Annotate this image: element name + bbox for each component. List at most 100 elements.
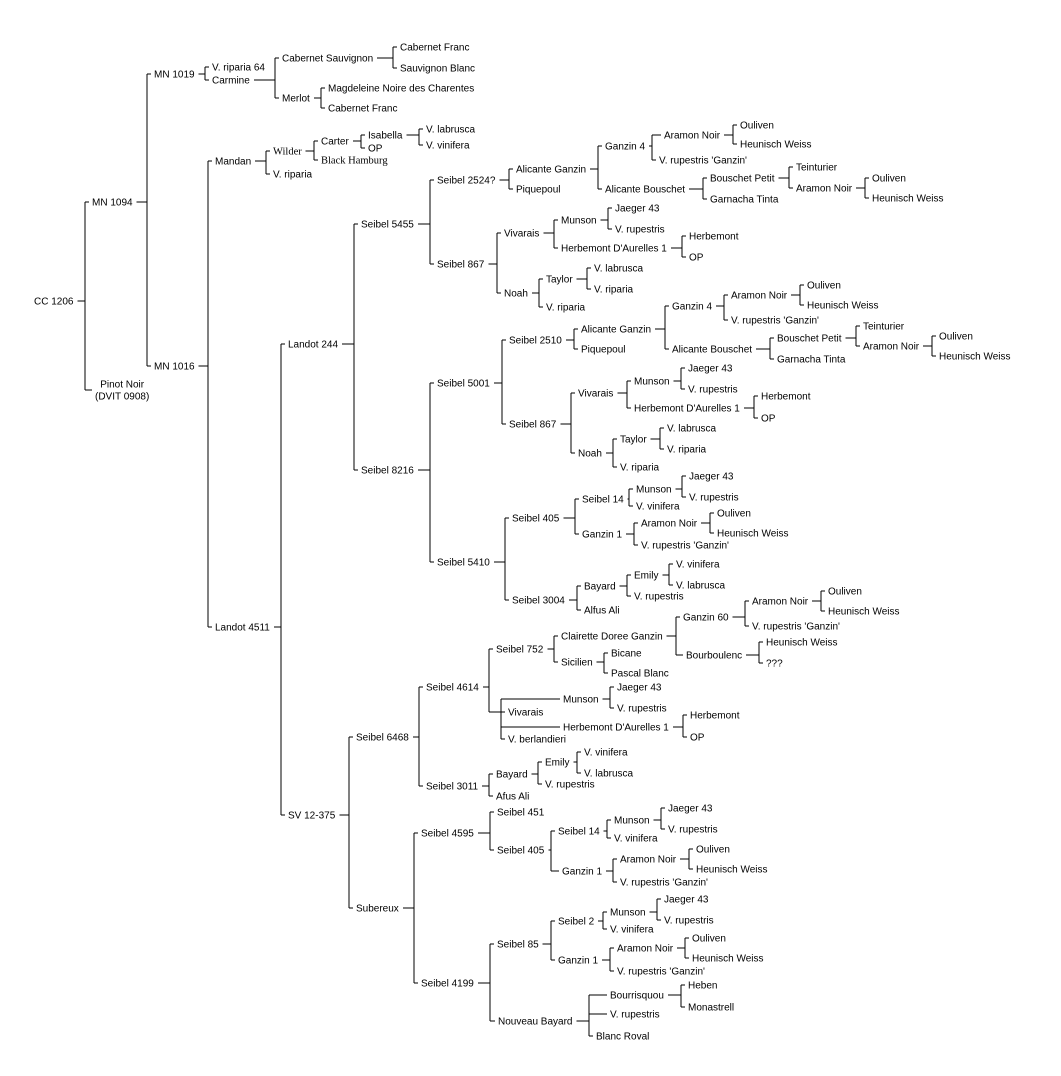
node-ouliven: Ouliven (807, 281, 841, 292)
node-emily: Emily (545, 758, 569, 769)
node-sv-12-375: SV 12-375 (288, 811, 336, 822)
node-alicante-ganzin: Alicante Ganzin (581, 325, 651, 336)
node-ganzin-60: Ganzin 60 (683, 613, 729, 624)
node-v-vinifera: V. vinifera (676, 560, 720, 571)
node-bouschet-petit: Bouschet Petit (710, 174, 775, 185)
node-v-rupestris: V. rupestris (689, 493, 739, 504)
node-emily: Emily (634, 571, 658, 582)
node-alicante-bouschet: Alicante Bouschet (605, 185, 685, 196)
node-munson: Munson (614, 816, 650, 827)
node-merlot: Merlot (282, 94, 310, 105)
node-aramon-noir: Aramon Noir (731, 291, 788, 302)
node-garnacha-tinta: Garnacha Tinta (710, 195, 779, 206)
node-seibel-14: Seibel 14 (582, 495, 624, 506)
node-herbemont: Herbemont (689, 232, 739, 243)
node-aramon-noir: Aramon Noir (620, 855, 677, 866)
node-carter: Carter (321, 137, 349, 148)
node-v-rupestris-ganzin: V. rupestris 'Ganzin' (731, 316, 819, 327)
node-v-vinifera: V. vinifera (584, 748, 628, 759)
node-jaeger-43: Jaeger 43 (668, 804, 713, 815)
node-v-rupestris: V. rupestris (545, 780, 595, 791)
node-seibel-752: Seibel 752 (496, 645, 544, 656)
node-v-berlandieri: V. berlandieri (508, 735, 566, 746)
node-seibel-14: Seibel 14 (558, 827, 600, 838)
node-seibel-85: Seibel 85 (497, 940, 539, 951)
node-v-rupestris-ganzin: V. rupestris 'Ganzin' (641, 541, 729, 552)
node-garnacha-tinta: Garnacha Tinta (777, 355, 846, 366)
node-heunisch-weiss: Heunisch Weiss (692, 954, 764, 965)
node-ouliven: Ouliven (696, 845, 730, 856)
node-v-riparia: V. riparia (667, 445, 707, 456)
node-v-riparia-64: V. riparia 64 (212, 63, 265, 74)
node-vivarais: Vivarais (508, 708, 543, 719)
node-ganzin-4: Ganzin 4 (672, 302, 712, 313)
node-piquepoul: Piquepoul (516, 185, 560, 196)
node-seibel-8216: Seibel 8216 (361, 466, 414, 477)
node-herbemont-d-aurelles-1: Herbemont D'Aurelles 1 (561, 244, 667, 255)
node-jaeger-43: Jaeger 43 (617, 683, 662, 694)
node-mn-1016: MN 1016 (154, 362, 195, 373)
node-heunisch-weiss: Heunisch Weiss (696, 865, 768, 876)
node-pascal-blanc: Pascal Blanc (611, 669, 669, 680)
node-wilder: Wilder (273, 147, 302, 158)
node-v-riparia: V. riparia (546, 303, 586, 314)
node-bourrisquou: Bourrisquou (610, 991, 664, 1002)
node-teinturier: Teinturier (863, 322, 905, 333)
node-v-rupestris: V. rupestris (617, 704, 667, 715)
node-v-labrusca: V. labrusca (426, 125, 476, 136)
node-heunisch-weiss: Heunisch Weiss (828, 607, 900, 618)
node-teinturier: Teinturier (796, 163, 838, 174)
node-herbemont: Herbemont (690, 711, 740, 722)
node-v-vinifera: V. vinifera (426, 141, 470, 152)
node-nouveau-bayard: Nouveau Bayard (498, 1017, 573, 1028)
node-blanc-roval: Blanc Roval (596, 1032, 649, 1043)
node-aramon-noir: Aramon Noir (641, 519, 698, 530)
node-seibel-3011: Seibel 3011 (426, 782, 479, 793)
node-v-vinifera: V. vinifera (636, 502, 680, 513)
node-munson: Munson (563, 695, 599, 706)
node-munson: Munson (636, 485, 672, 496)
node-herbemont: Herbemont (761, 392, 811, 403)
node-ouliven: Ouliven (828, 587, 862, 598)
node-herbemont-d-aurelles-1: Herbemont D'Aurelles 1 (563, 723, 669, 734)
node-subereux: Subereux (356, 904, 399, 915)
node-seibel-405: Seibel 405 (497, 846, 545, 857)
node-heunisch-weiss: Heunisch Weiss (939, 352, 1011, 363)
node-vivarais: Vivarais (578, 389, 613, 400)
node-v-riparia: V. riparia (273, 170, 313, 181)
node-sauvignon-blanc: Sauvignon Blanc (400, 64, 475, 75)
node-cc-1206: CC 1206 (34, 297, 74, 308)
node-cabernet-franc: Cabernet Franc (328, 104, 397, 115)
node-v-rupestris: V. rupestris (634, 592, 684, 603)
node-v-rupestris: V. rupestris (610, 1010, 660, 1021)
node-cabernet-franc: Cabernet Franc (400, 43, 469, 54)
node-bicane: Bicane (611, 649, 642, 660)
node-v-labrusca: V. labrusca (667, 424, 717, 435)
node-v-labrusca: V. labrusca (676, 581, 726, 592)
node-seibel-4614: Seibel 4614 (426, 683, 479, 694)
node-sicilien: Sicilien (561, 658, 593, 669)
node-pinot-noir-dvit-0908: Pinot Noir(DVIT 0908) (95, 380, 149, 403)
node-herbemont-d-aurelles-1: Herbemont D'Aurelles 1 (634, 404, 740, 415)
node-bouschet-petit: Bouschet Petit (777, 334, 842, 345)
node-mn-1019: MN 1019 (154, 70, 195, 81)
node-v-rupestris: V. rupestris (615, 225, 665, 236)
node-carmine: Carmine (212, 76, 250, 87)
node-aramon-noir: Aramon Noir (863, 342, 920, 353)
node-seibel-451: Seibel 451 (497, 808, 545, 819)
node-seibel-6468: Seibel 6468 (356, 733, 409, 744)
node-heben: Heben (688, 981, 717, 992)
node-black-hamburg: Black Hamburg (321, 156, 388, 167)
node-seibel-405: Seibel 405 (512, 514, 560, 525)
node-munson: Munson (634, 377, 670, 388)
node-magdeleine-noire-des-charentes: Magdeleine Noire des Charentes (328, 84, 474, 95)
node-ganzin-1: Ganzin 1 (582, 530, 622, 541)
node-isabella: Isabella (368, 131, 403, 142)
node-taylor: Taylor (620, 435, 647, 446)
node-aramon-noir: Aramon Noir (664, 131, 721, 142)
node-aramon-noir: Aramon Noir (796, 184, 853, 195)
node-ganzin-4: Ganzin 4 (605, 142, 645, 153)
node-unknown: ??? (766, 659, 783, 670)
node-v-rupestris: V. rupestris (688, 385, 738, 396)
